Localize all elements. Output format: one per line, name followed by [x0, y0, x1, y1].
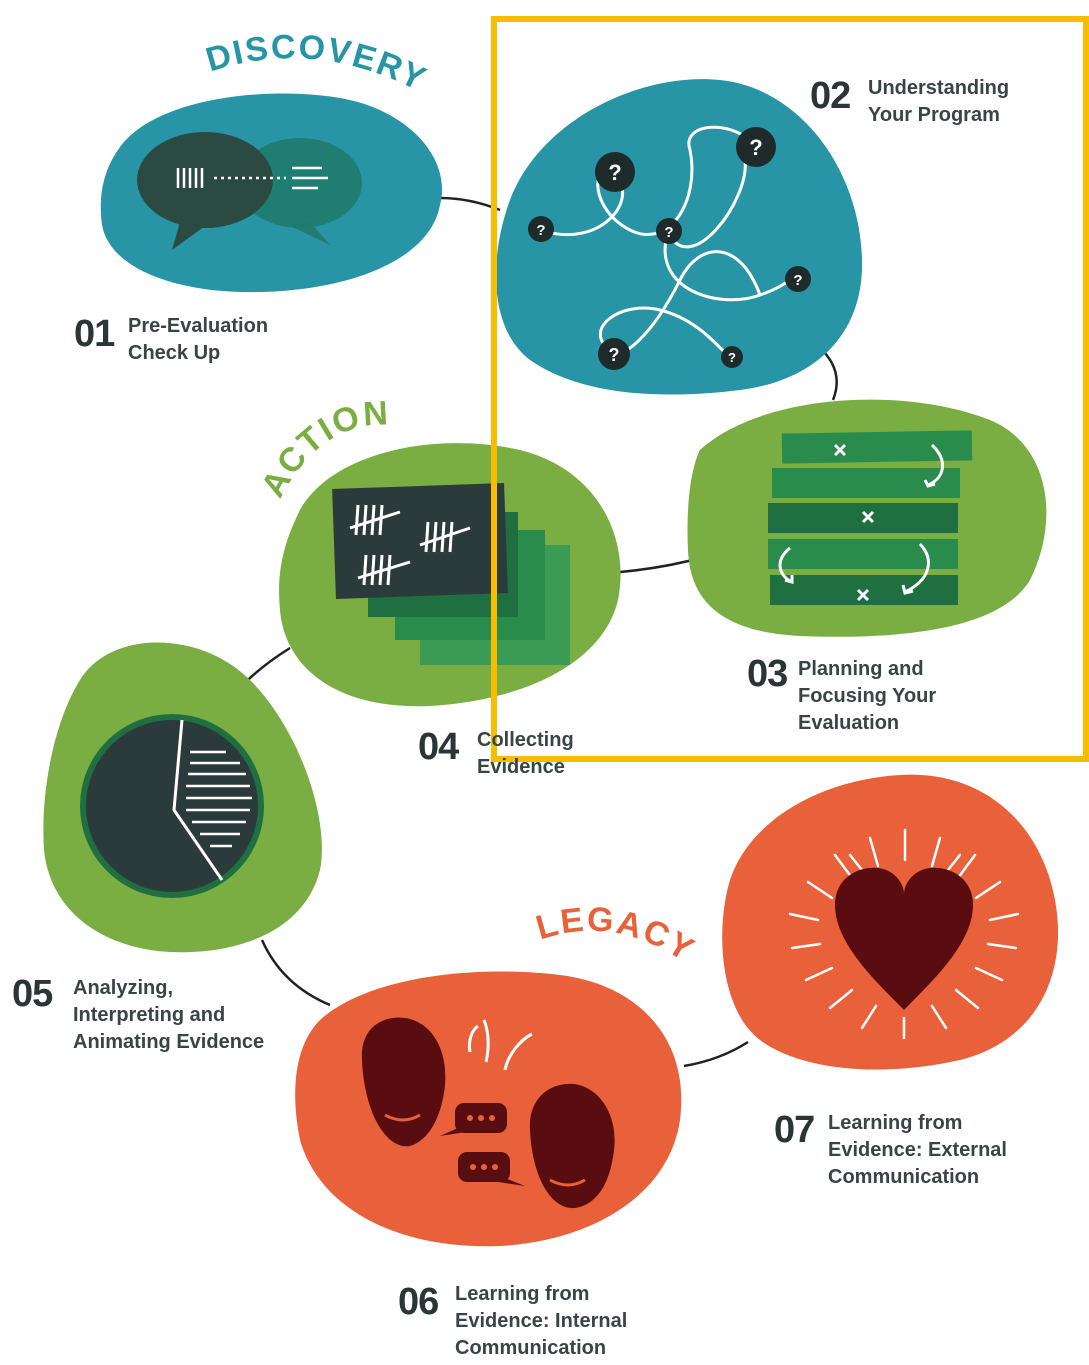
- svg-text:?: ?: [664, 224, 673, 241]
- step-02-label: Understanding Your Program: [868, 75, 1009, 129]
- svg-text:?: ?: [728, 350, 736, 365]
- step-03-number: 03: [747, 653, 788, 695]
- step-02-line-2: Your Program: [868, 104, 1000, 126]
- phase-title-legacy: LEGACY: [532, 900, 702, 969]
- pie-chart-icon: [80, 714, 264, 898]
- step-05-line-1: Analyzing,: [73, 977, 174, 999]
- svg-text:?: ?: [609, 345, 620, 365]
- question-marks: ? ? ? ? ? ? ?: [528, 127, 811, 370]
- step-07-line-1: Learning from: [828, 1112, 963, 1134]
- svg-text:?: ?: [608, 160, 621, 185]
- step-03-bubble: [687, 399, 1047, 637]
- step-01-number: 01: [74, 313, 115, 355]
- step-06-number: 06: [398, 1281, 439, 1323]
- step-06-line-1: Learning from: [455, 1283, 590, 1305]
- step-02-number: 02: [810, 75, 851, 117]
- speech-bubbles-icon: [137, 132, 362, 250]
- plan-strips-icon: [768, 430, 973, 605]
- step-05-line-2: Interpreting and: [73, 1004, 226, 1026]
- phase-title-discovery: DISCOVERY: [202, 28, 433, 99]
- step-06-line-2: Evidence: Internal: [455, 1310, 628, 1332]
- step-04-line-2: Evidence: [477, 756, 565, 778]
- step-07-label: Learning from Evidence: External Communi…: [828, 1110, 1007, 1191]
- step-01-label: Pre-Evaluation Check Up: [128, 313, 268, 367]
- step-02-line-1: Understanding: [868, 77, 1010, 99]
- step-04-bubble: [279, 443, 621, 707]
- conversation-heads-icon: [361, 1017, 615, 1209]
- step-02-bubble: ? ? ? ? ? ? ?: [496, 79, 863, 395]
- step-01-line-1: Pre-Evaluation: [128, 315, 269, 337]
- svg-text:?: ?: [536, 222, 545, 239]
- step-04-line-1: Collecting: [477, 729, 574, 751]
- svg-text:?: ?: [749, 135, 762, 160]
- step-01-line-2: Check Up: [128, 342, 221, 364]
- highlight-box: [491, 16, 1089, 762]
- step-03-line-2: Focusing Your: [798, 685, 937, 707]
- step-03-label: Planning and Focusing Your Evaluation: [798, 656, 936, 737]
- step-03-line-1: Planning and: [798, 658, 924, 680]
- step-05-number: 05: [12, 973, 53, 1015]
- step-07-bubble: [722, 774, 1059, 1070]
- step-05-label: Analyzing, Interpreting and Animating Ev…: [73, 975, 264, 1056]
- step-05-bubble: [43, 642, 322, 953]
- step-06-line-3: Communication: [455, 1337, 607, 1359]
- step-07-line-3: Communication: [828, 1166, 980, 1188]
- step-06-label: Learning from Evidence: Internal Communi…: [455, 1281, 627, 1362]
- step-07-number: 07: [774, 1109, 815, 1151]
- step-04-label: Collecting Evidence: [477, 727, 574, 781]
- step-07-line-2: Evidence: External: [828, 1139, 1007, 1161]
- glowing-heart-icon: [788, 828, 1020, 1040]
- step-03-line-3: Evaluation: [798, 712, 900, 734]
- step-05-line-3: Animating Evidence: [73, 1031, 265, 1053]
- step-01-bubble: [100, 93, 443, 293]
- step-06-bubble: [295, 971, 682, 1247]
- svg-text:?: ?: [793, 272, 802, 289]
- step-04-number: 04: [418, 726, 459, 768]
